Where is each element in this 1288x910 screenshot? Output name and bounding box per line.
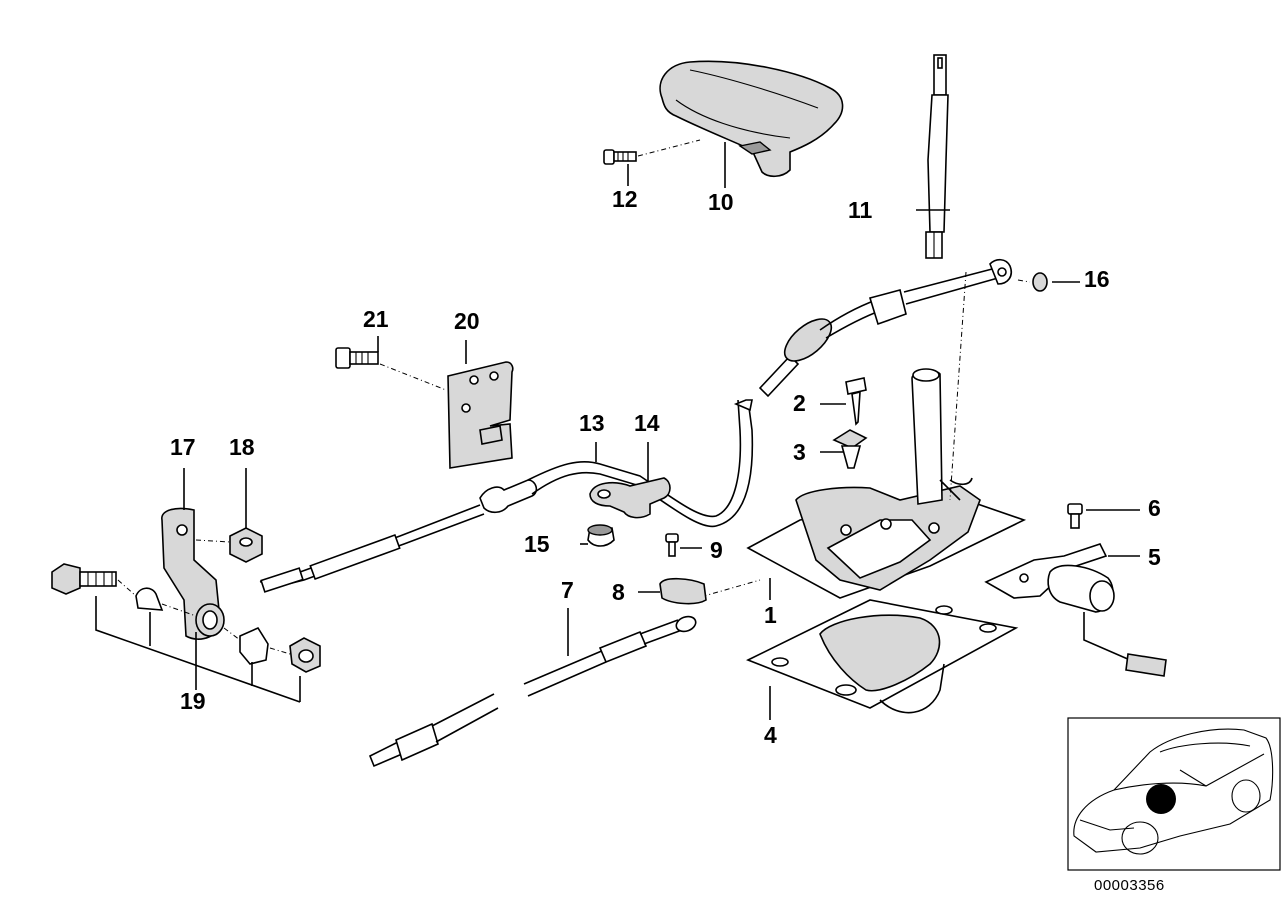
bracket-17-drawing bbox=[161, 468, 225, 640]
shift-rod-drawing bbox=[916, 54, 950, 259]
car-locator-icon bbox=[1067, 717, 1281, 871]
shifter-housing-drawing bbox=[746, 271, 1027, 600]
part-number-4: 4 bbox=[764, 722, 777, 748]
gear-knob-drawing bbox=[659, 60, 844, 178]
part-number-1: 1 bbox=[764, 602, 777, 628]
part-number-21: 21 bbox=[363, 306, 389, 332]
part-number-12: 12 bbox=[612, 186, 638, 212]
diagram-id-label: 00003356 bbox=[1094, 877, 1165, 894]
part-number-7: 7 bbox=[561, 577, 574, 603]
cable-clip-drawing bbox=[638, 577, 707, 605]
bolt-19-drawing bbox=[51, 563, 321, 673]
selector-cable-drawing bbox=[259, 399, 754, 593]
part-number-13: 13 bbox=[579, 410, 605, 436]
part-number-14: 14 bbox=[634, 410, 660, 436]
part-number-3: 3 bbox=[793, 439, 806, 465]
nut-18-drawing bbox=[195, 468, 263, 563]
part-number-16: 16 bbox=[1084, 266, 1110, 292]
part-number-18: 18 bbox=[229, 434, 255, 460]
part-number-17: 17 bbox=[170, 434, 196, 460]
part-number-19: 19 bbox=[180, 688, 206, 714]
part-number-5: 5 bbox=[1148, 544, 1161, 570]
part-number-8: 8 bbox=[612, 579, 625, 605]
callout-19-bracket bbox=[95, 596, 301, 703]
screw-clip-drawing bbox=[820, 377, 868, 469]
lower-cable-drawing bbox=[368, 608, 697, 768]
solenoid-drawing bbox=[984, 503, 1167, 677]
part-number-10: 10 bbox=[708, 189, 734, 215]
part-number-20: 20 bbox=[454, 308, 480, 334]
bracket-plate-drawing bbox=[447, 340, 514, 469]
bolt-21-drawing bbox=[335, 336, 447, 391]
small-screw-drawing bbox=[665, 533, 702, 557]
upper-cable-drawing bbox=[758, 258, 1080, 398]
part-number-15: 15 bbox=[524, 531, 550, 557]
part-number-6: 6 bbox=[1148, 495, 1161, 521]
gasket-drawing bbox=[746, 599, 1019, 720]
part-number-11: 11 bbox=[848, 197, 873, 223]
cable-bracket-drawing bbox=[580, 477, 671, 547]
part-number-2: 2 bbox=[793, 390, 806, 416]
knob-screw-drawing bbox=[603, 139, 701, 186]
part-number-9: 9 bbox=[710, 537, 723, 563]
